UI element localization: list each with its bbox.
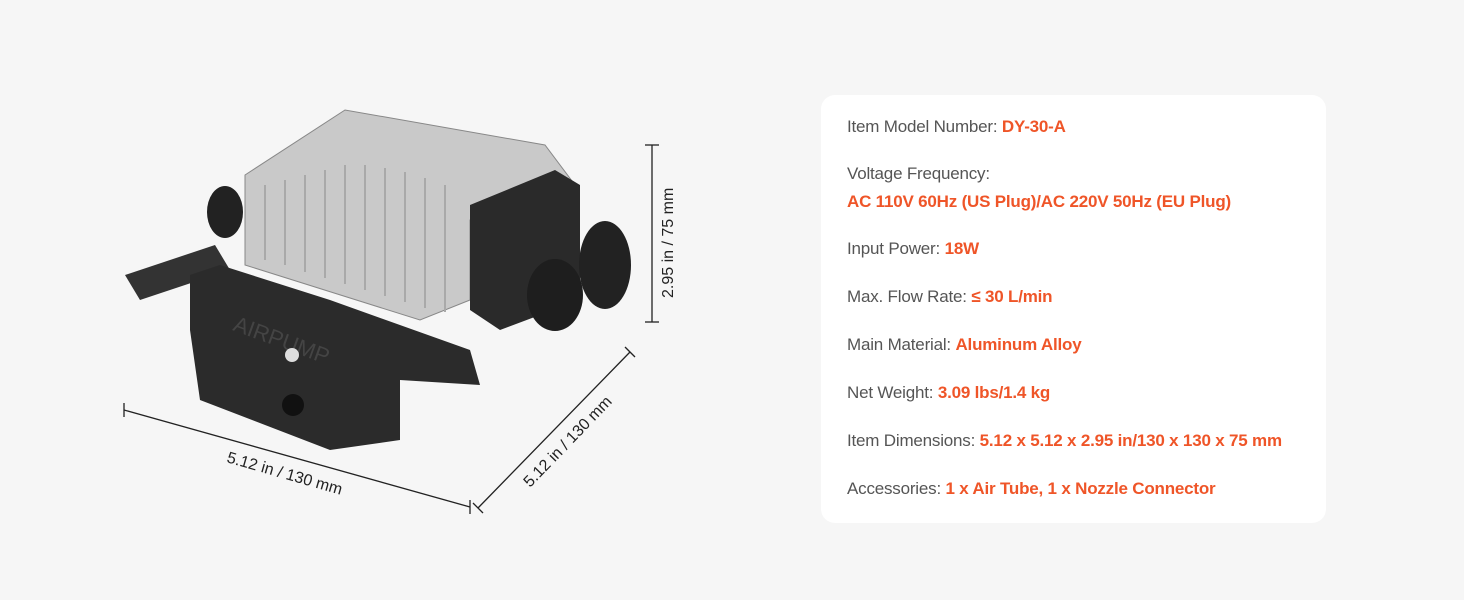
spec-voltage-frequency-label: Voltage Frequency: <box>847 164 990 183</box>
width-dimension-label: 5.12 in / 130 mm <box>225 450 344 499</box>
air-pump-illustration: AIRPUMP <box>123 109 659 514</box>
specifications-card: Item Model Number: DY-30-A Voltage Frequ… <box>821 95 1326 523</box>
spec-voltage-frequency-value: AC 110V 60Hz (US Plug)/AC 220V 50Hz (EU … <box>847 192 1231 211</box>
product-image: AIRPUMP 2.95 in / 75 mm 5.12 in / 130 mm… <box>100 90 700 530</box>
height-dimension-label: 2.95 in / 75 mm <box>660 188 677 298</box>
spec-net-weight: Net Weight: 3.09 lbs/1.4 kg <box>847 383 1051 402</box>
depth-dimension-label: 5.12 in / 130 mm <box>521 393 616 491</box>
spec-main-material: Main Material: Aluminum Alloy <box>847 335 1082 354</box>
spec-item-dimensions: Item Dimensions: 5.12 x 5.12 x 2.95 in/1… <box>847 431 1282 450</box>
spec-input-power: Input Power: 18W <box>847 239 979 258</box>
spec-accessories: Accessories: 1 x Air Tube, 1 x Nozzle Co… <box>847 479 1216 498</box>
spec-max-flow-rate: Max. Flow Rate: ≤ 30 L/min <box>847 287 1053 306</box>
spec-model-number: Item Model Number: DY-30-A <box>847 117 1066 136</box>
